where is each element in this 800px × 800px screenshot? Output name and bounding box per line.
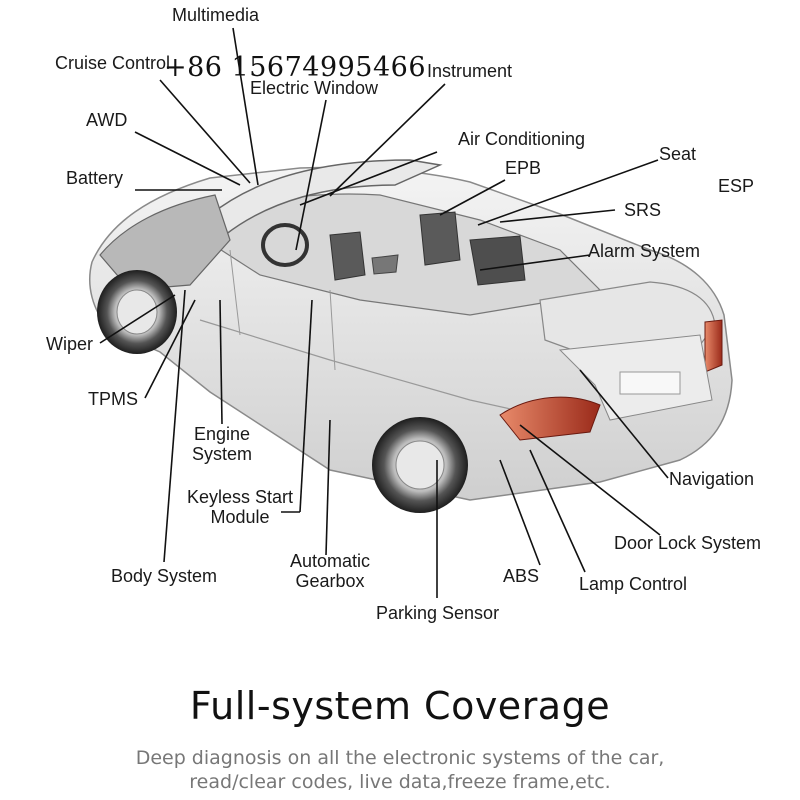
car-body	[89, 159, 733, 501]
front-wheel	[97, 270, 177, 354]
watermark-phone-number: +86 15674995466	[164, 52, 427, 83]
subtitle-line2: read/clear codes, live data,freeze frame…	[189, 771, 611, 793]
label-automatic-line2: Gearbox	[295, 571, 365, 591]
label-wiper: Wiper	[46, 334, 94, 354]
label-abs: ABS	[503, 566, 540, 586]
label-automatic-gearbox: Automatic Gearbox	[280, 551, 380, 591]
label-parking-sensor: Parking Sensor	[376, 603, 500, 623]
label-engine-system: Engine System	[180, 424, 264, 464]
label-body-system: Body System	[111, 566, 218, 586]
label-electric-window: Electric Window	[250, 78, 379, 98]
label-tpms: TPMS	[88, 389, 139, 409]
label-engine-system-line1: Engine	[193, 424, 251, 444]
label-air-conditioning: Air Conditioning	[458, 129, 586, 149]
label-automatic-line1: Automatic	[289, 551, 371, 571]
label-keyless-start-module: Keyless Start Module	[176, 487, 304, 527]
rear-wheel	[372, 417, 468, 513]
label-instrument: Instrument	[427, 61, 513, 81]
label-multimedia: Multimedia	[172, 5, 260, 25]
label-cruise-control: Cruise Control	[55, 53, 171, 73]
subtitle: Deep diagnosis on all the electronic sys…	[0, 746, 800, 794]
label-navigation: Navigation	[669, 469, 755, 489]
leader-lines	[99, 27, 669, 598]
label-keyless-line2: Module	[210, 507, 270, 527]
label-keyless-line1: Keyless Start	[186, 487, 294, 507]
label-srs: SRS	[624, 200, 662, 220]
label-epb: EPB	[505, 158, 542, 178]
label-door-lock-system: Door Lock System	[614, 533, 762, 553]
label-alarm-system: Alarm System	[588, 241, 701, 261]
label-lamp-control: Lamp Control	[579, 574, 688, 594]
headline: Full-system Coverage	[189, 684, 611, 728]
label-engine-system-line2: System	[191, 444, 252, 464]
label-seat: Seat	[659, 144, 697, 164]
label-battery: Battery	[66, 168, 124, 188]
label-awd: AWD	[86, 110, 128, 130]
label-esp: ESP	[718, 176, 755, 196]
subtitle-line1: Deep diagnosis on all the electronic sys…	[135, 747, 665, 769]
